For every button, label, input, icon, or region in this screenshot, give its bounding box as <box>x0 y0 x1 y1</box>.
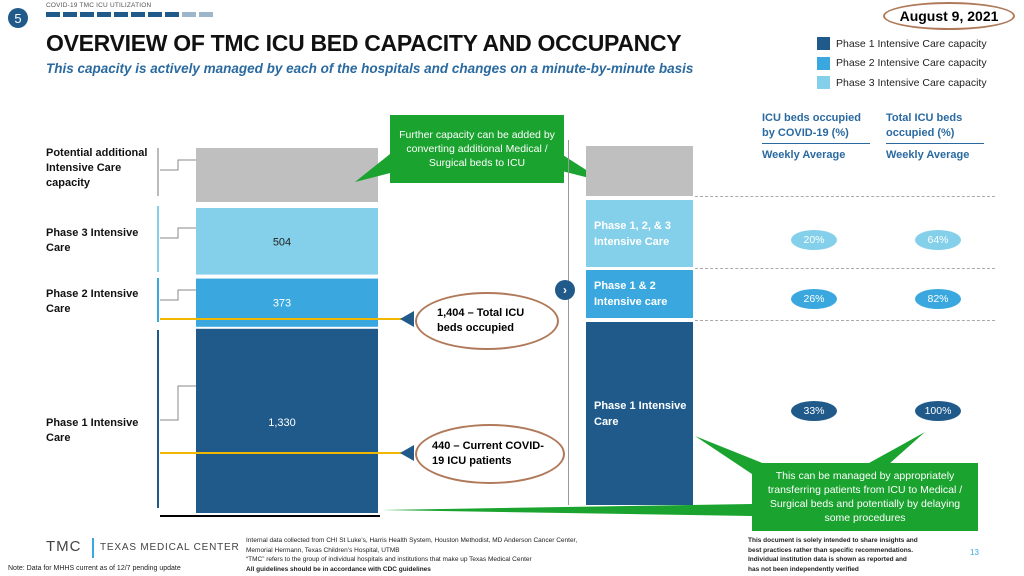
page-subtitle: This capacity is actively managed by eac… <box>46 61 694 76</box>
logo-divider <box>92 538 94 558</box>
row-label-phase2: Phase 2 Intensive Care <box>46 288 139 315</box>
row-label-potential: Potential additional Intensive Care capa… <box>46 147 148 189</box>
managed-note-box: This can be managed by appropriately tra… <box>752 463 978 531</box>
pill-total-tier3: 64% <box>915 230 961 250</box>
pill-covid-tier2: 26% <box>791 289 837 309</box>
right-bar-tier3: Phase 1, 2, & 3 Intensive Care <box>586 200 693 267</box>
bar-segment-phase1 <box>196 328 378 513</box>
reference-line-covid <box>160 452 405 454</box>
stacked-bar-chart: 1,330 373 504 <box>196 148 378 513</box>
legend-item-phase1: Phase 1 Intensive Care capacity <box>817 34 987 54</box>
callout-covid-patients: 440 – Current COVID-19 ICU patients <box>415 424 565 484</box>
pill-covid-tier1: 33% <box>791 401 837 421</box>
bar-value-label-phase2: 373 <box>273 298 291 310</box>
col-sub-total: Weekly Average <box>886 149 970 161</box>
legend-item-phase3: Phase 3 Intensive Care capacity <box>817 73 987 93</box>
dotted-separator-2 <box>695 268 995 269</box>
pill-total-tier1: 100% <box>915 401 961 421</box>
progress-dashes <box>46 12 213 17</box>
col-header-total-rule <box>886 143 984 144</box>
date-oval: August 9, 2021 <box>883 2 1015 30</box>
bar-value-label-phase3: 504 <box>273 236 291 248</box>
dotted-separator-3 <box>695 320 995 321</box>
right-bar-tier1: Phase 1 Intensive Care <box>586 322 693 505</box>
col-header-covid-rule <box>762 143 870 144</box>
row-label-phase3: Phase 3 Intensive Care <box>46 227 139 254</box>
bar-segment-potential <box>196 148 378 202</box>
pill-covid-tier3: 20% <box>791 230 837 250</box>
pointer-total-icon <box>400 311 414 327</box>
page-number: 13 <box>970 548 979 557</box>
dotted-separator-1 <box>695 196 995 197</box>
row-label-phase1: Phase 1 Intensive Care <box>46 417 139 444</box>
logo-tmc: TMC <box>46 538 82 555</box>
right-bar-tier2: Phase 1 & 2 Intensive care <box>586 270 693 318</box>
section-kicker: COVID-19 TMC ICU UTILIZATION <box>46 2 152 9</box>
reference-line-total-occupied <box>160 318 405 320</box>
slide-number-badge: 5 <box>8 8 28 28</box>
pill-total-tier2: 82% <box>915 289 961 309</box>
logo-name: TEXAS MEDICAL CENTER <box>100 542 240 553</box>
footer-sources: Internal data collected from CHI St Luke… <box>246 537 578 573</box>
chevron-right-icon: › <box>555 280 575 300</box>
legend-item-phase2: Phase 2 Intensive Care capacity <box>817 54 987 74</box>
page-title: OVERVIEW OF TMC ICU BED CAPACITY AND OCC… <box>46 30 682 56</box>
legend: Phase 1 Intensive Care capacity Phase 2 … <box>817 34 987 93</box>
bar-segment-phase3 <box>196 208 378 275</box>
right-bar-potential <box>586 146 693 196</box>
footer-note: Note: Data for MHHS current as of 12/7 p… <box>8 565 181 572</box>
col-sub-covid: Weekly Average <box>762 149 846 161</box>
divider-line <box>568 140 569 505</box>
bracket-connectors <box>157 148 196 508</box>
callout-total-occupied: 1,404 – Total ICU beds occupied <box>415 292 559 350</box>
col-header-covid: ICU beds occupied by COVID-19 (%) <box>762 112 862 139</box>
chart-baseline <box>160 515 380 517</box>
further-capacity-box: Further capacity can be added by convert… <box>390 115 564 183</box>
pointer-covid-icon <box>400 445 414 461</box>
bar-value-label-phase1: 1,330 <box>268 417 296 429</box>
col-header-total: Total ICU beds occupied (%) <box>886 112 963 139</box>
footer-disclaimer: This document is solely intended to shar… <box>748 537 918 573</box>
